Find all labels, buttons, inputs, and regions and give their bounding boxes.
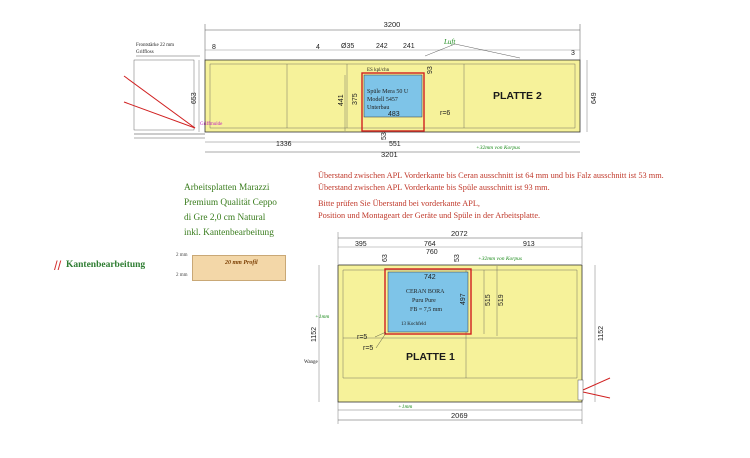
p2-sink-cutout bbox=[361, 72, 425, 132]
p2-sink-basin bbox=[363, 74, 423, 118]
p2-dim-sink-inner: 375 bbox=[352, 93, 359, 105]
p2-front-note-2: Griffloss bbox=[136, 50, 154, 55]
product-line-4: inkl. Kantenbearbeitung bbox=[184, 228, 274, 238]
p2-dim-k-left: 8 bbox=[212, 44, 216, 51]
p1-dim-515: 515 bbox=[485, 294, 492, 306]
p1-dim-913: 913 bbox=[523, 241, 535, 248]
p1-plus32: +32mm von Korpus bbox=[478, 256, 522, 262]
p2-sink-text-1: Spüle Mera 50 U bbox=[367, 89, 409, 95]
profile-swatch bbox=[192, 255, 286, 281]
p2-dim-sink-w: 483 bbox=[388, 111, 400, 118]
p2-dim-241: 241 bbox=[403, 43, 415, 50]
p1-side-note: Wange bbox=[304, 360, 319, 365]
p2-dim-242: 242 bbox=[376, 43, 388, 50]
profile-text: 20 mm Profil bbox=[225, 260, 258, 266]
p1-dim-right-depth: 1152 bbox=[598, 326, 605, 341]
p1-hob-corner: 13 Kochfeld bbox=[401, 322, 426, 327]
p2-dim-53: 53 bbox=[381, 132, 388, 140]
product-line-3: di Gre 2,0 cm Natural bbox=[184, 213, 266, 223]
note-line-3: Bitte prüfen Sie Überstand bei vorderkan… bbox=[318, 199, 480, 208]
p2-dim-1336: 1336 bbox=[276, 141, 292, 148]
p2-dim-total: 3200 bbox=[384, 20, 401, 29]
p1-dim-bottom: 2069 bbox=[451, 411, 468, 420]
p1-dim-total: 2072 bbox=[451, 229, 468, 238]
p2-dim-r6: r=6 bbox=[440, 110, 450, 117]
note-line-4: Position und Montageart der Geräte und S… bbox=[318, 211, 541, 220]
p2-dim-93: 93 bbox=[427, 66, 434, 74]
edge-legend-label: Kantenbearbeitung bbox=[66, 260, 146, 270]
p1-hob-text-3: FB = 7,5 mm bbox=[410, 307, 442, 313]
p2-griffmulde: Griffmulde bbox=[200, 122, 223, 127]
p1-hob-text-2: Puru Pure bbox=[412, 298, 436, 304]
p2-dim-o35: Ø35 bbox=[341, 43, 354, 50]
p2-dim-right-depth: 649 bbox=[591, 92, 598, 104]
p2-sink-text-3: Unterbau bbox=[367, 105, 389, 111]
product-line-2: Premium Qualität Ceppo bbox=[184, 198, 277, 208]
profile-thickness-bottom: 2 mm bbox=[176, 273, 188, 278]
p2-dim-sink-depth: 441 bbox=[338, 94, 345, 106]
p1-hob bbox=[387, 271, 469, 333]
p2-dim-k-right: 3 bbox=[571, 50, 575, 57]
p2-dim-left-depth: 653 bbox=[191, 92, 198, 104]
p2-label: PLATTE 2 bbox=[493, 90, 542, 102]
p1-dim-hob-depth: 497 bbox=[460, 293, 467, 305]
p2-luft: Luft bbox=[443, 38, 456, 46]
p1-dim-r5a: r=5 bbox=[357, 334, 367, 341]
p1-hob-cutout bbox=[384, 268, 472, 335]
profile-thickness-top: 2 mm bbox=[176, 253, 188, 258]
p2-plus32: +32mm von Korpus bbox=[476, 145, 520, 151]
p1-dim-left-depth: 1152 bbox=[311, 327, 318, 342]
p1-dim-63: 63 bbox=[382, 254, 389, 262]
edge-mark-icon: // bbox=[54, 258, 62, 273]
p1-dim-r5b: r=5 bbox=[363, 345, 373, 352]
p1-dim-53: 53 bbox=[454, 254, 461, 262]
product-line-1: Arbeitsplatten Marazzi bbox=[184, 183, 270, 193]
p2-dim-551: 551 bbox=[389, 141, 401, 148]
p1-dim-395: 395 bbox=[355, 241, 367, 248]
note-line-1: Überstand zwischen APL Vorderkante bis C… bbox=[318, 171, 664, 180]
p1-dim-519: 519 bbox=[498, 294, 505, 306]
p1-dim-764: 764 bbox=[424, 241, 436, 248]
p2-sink-text-2: Modell 5457 bbox=[367, 97, 398, 103]
p2-dim-k-mid: 4 bbox=[316, 44, 320, 51]
p1-plus1-left: +1mm bbox=[315, 314, 329, 320]
note-line-2: Überstand zwischen APL Vorderkante bis S… bbox=[318, 183, 550, 192]
p2-dim-bottom: 3201 bbox=[381, 150, 398, 159]
p2-sink-corner: ES kpl/chn bbox=[367, 68, 390, 73]
p2-front-note-1: Frontstärke 22 mm bbox=[136, 43, 174, 48]
p1-hob-text-1: CERAN BORA bbox=[406, 289, 445, 295]
p1-label: PLATTE 1 bbox=[406, 351, 455, 363]
p1-dim-760: 760 bbox=[426, 249, 438, 256]
p1-dim-742: 742 bbox=[424, 274, 436, 281]
p1-plus1-bottom: +1mm bbox=[398, 404, 412, 410]
